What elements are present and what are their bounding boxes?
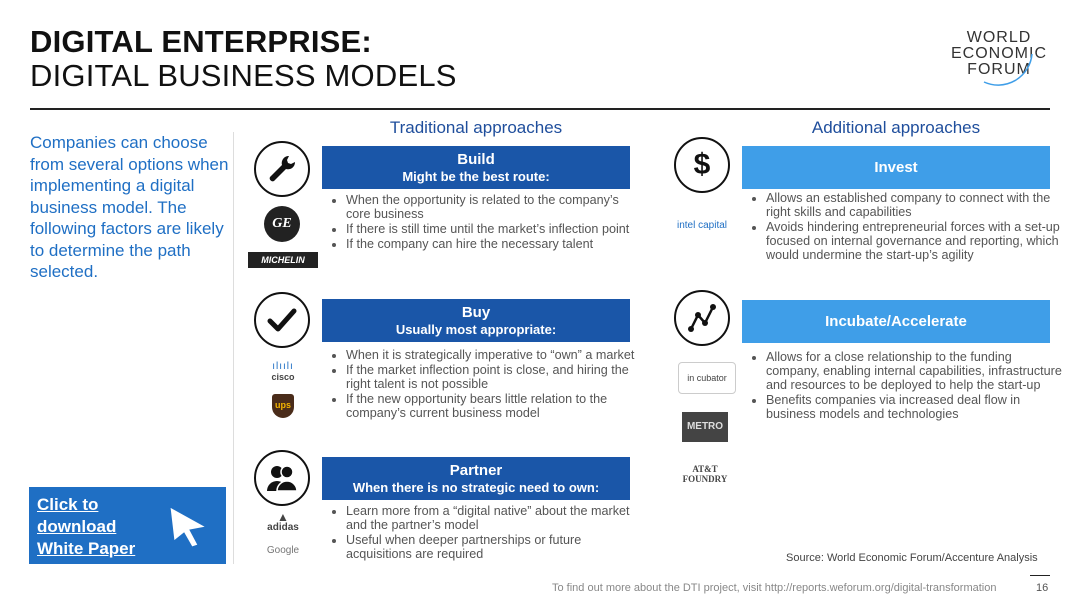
incubate-circle <box>674 290 730 346</box>
cursor-arrow-icon <box>169 506 208 548</box>
adidas-logo-text: adidas <box>267 522 299 533</box>
cta-line3[interactable]: White Paper <box>37 539 136 558</box>
logo-line2: ECONOMIC <box>951 45 1047 62</box>
partner-bullet-2: Useful when deeper partnerships or futur… <box>346 533 646 561</box>
vertical-divider <box>233 132 234 564</box>
build-bullet-1: When the opportunity is related to the c… <box>346 193 646 221</box>
incubate-bullets: Allows for a close relationship to the f… <box>750 350 1066 422</box>
partner-bullets: Learn more from a “digital native” about… <box>330 504 646 562</box>
wrench-icon <box>269 155 296 182</box>
buy-circle <box>254 292 310 348</box>
buy-bullet-3: If the new opportunity bears little rela… <box>346 392 646 420</box>
cisco-logo: ılıılı cisco <box>262 361 304 383</box>
build-bullet-3: If the company can hire the necessary ta… <box>346 237 646 251</box>
incubate-bullet-1: Allows for a close relationship to the f… <box>766 350 1066 392</box>
network-nodes-icon <box>688 304 716 332</box>
buy-banner: Buy Usually most appropriate: <box>322 299 630 342</box>
partner-circle <box>254 450 310 506</box>
checkmark-icon <box>267 308 297 332</box>
att-foundry-logo: AT&T FOUNDRY <box>682 464 728 484</box>
logo-line3: FORUM <box>967 61 1031 78</box>
build-bullets: When the opportunity is related to the c… <box>330 193 646 252</box>
page-number-line <box>1030 575 1050 576</box>
download-white-paper-link[interactable]: Click to download White Paper <box>37 494 135 560</box>
invest-banner: Invest <box>742 146 1050 189</box>
build-title: Build <box>457 151 495 168</box>
cisco-bars-icon: ılıılı <box>272 361 294 372</box>
partner-banner: Partner When there is no strategic need … <box>322 457 630 500</box>
adidas-logo: ▲ adidas <box>262 510 304 533</box>
logo-arc-icon <box>983 53 1033 86</box>
ge-logo-text: GE <box>272 216 292 231</box>
page-number: 16 <box>1036 582 1049 594</box>
incubate-title: Incubate/Accelerate <box>825 313 967 330</box>
dollar-icon: $ <box>693 148 711 181</box>
google-logo: Google <box>266 545 300 556</box>
people-icon <box>267 465 298 492</box>
ups-logo: ups <box>272 394 294 418</box>
page-title-line2: DIGITAL BUSINESS MODELS <box>30 58 457 93</box>
partner-bullet-1: Learn more from a “digital native” about… <box>346 504 646 532</box>
invest-bullets: Allows an established company to connect… <box>750 191 1066 263</box>
cisco-logo-text: cisco <box>271 372 295 382</box>
build-circle <box>254 141 310 197</box>
buy-bullet-1: When it is strategically imperative to “… <box>346 348 646 362</box>
cta-line2[interactable]: download <box>37 517 117 536</box>
intel-capital-logo: intel capital <box>676 220 728 231</box>
metro-logo: METRO <box>682 412 728 442</box>
additional-header: Additional approaches <box>811 118 981 137</box>
incubate-banner: Incubate/Accelerate <box>742 300 1050 343</box>
adidas-stripes-icon: ▲ <box>277 510 289 524</box>
michelin-logo: MICHELIN <box>248 252 318 268</box>
page-title-line1: DIGITAL ENTERPRISE: <box>30 24 372 59</box>
ge-logo: GE <box>264 206 300 242</box>
build-bullet-2: If there is still time until the market’… <box>346 222 646 236</box>
source-note: Source: World Economic Forum/Accenture A… <box>786 552 1038 564</box>
intro-text: Companies can choose from several option… <box>30 133 229 281</box>
footer-text: To find out more about the DTI project, … <box>552 582 997 594</box>
invest-bullet-2: Avoids hindering entrepreneurial forces … <box>766 220 1066 262</box>
incubator-logo: in cubator <box>678 362 736 394</box>
buy-bullets: When it is strategically imperative to “… <box>330 348 646 421</box>
buy-subtitle: Usually most appropriate: <box>395 322 557 337</box>
invest-title: Invest <box>874 159 918 176</box>
buy-title: Buy <box>461 304 491 321</box>
invest-bullet-1: Allows an established company to connect… <box>766 191 1066 219</box>
buy-bullet-2: If the market inflection point is close,… <box>346 363 646 391</box>
invest-circle: $ <box>674 137 730 193</box>
logo-line1: WORLD <box>966 29 1032 46</box>
build-subtitle: Might be the best route: <box>402 169 550 184</box>
partner-subtitle: When there is no strategic need to own: <box>352 480 600 495</box>
traditional-header: Traditional approaches <box>389 118 563 137</box>
build-banner: Build Might be the best route: <box>322 146 630 189</box>
cta-line1[interactable]: Click to <box>37 495 99 514</box>
header-divider <box>30 108 1050 110</box>
incubate-bullet-2: Benefits companies via increased deal fl… <box>766 393 1066 421</box>
partner-title: Partner <box>449 462 503 479</box>
wef-logo: WORLD ECONOMIC FORUM <box>946 29 1052 86</box>
